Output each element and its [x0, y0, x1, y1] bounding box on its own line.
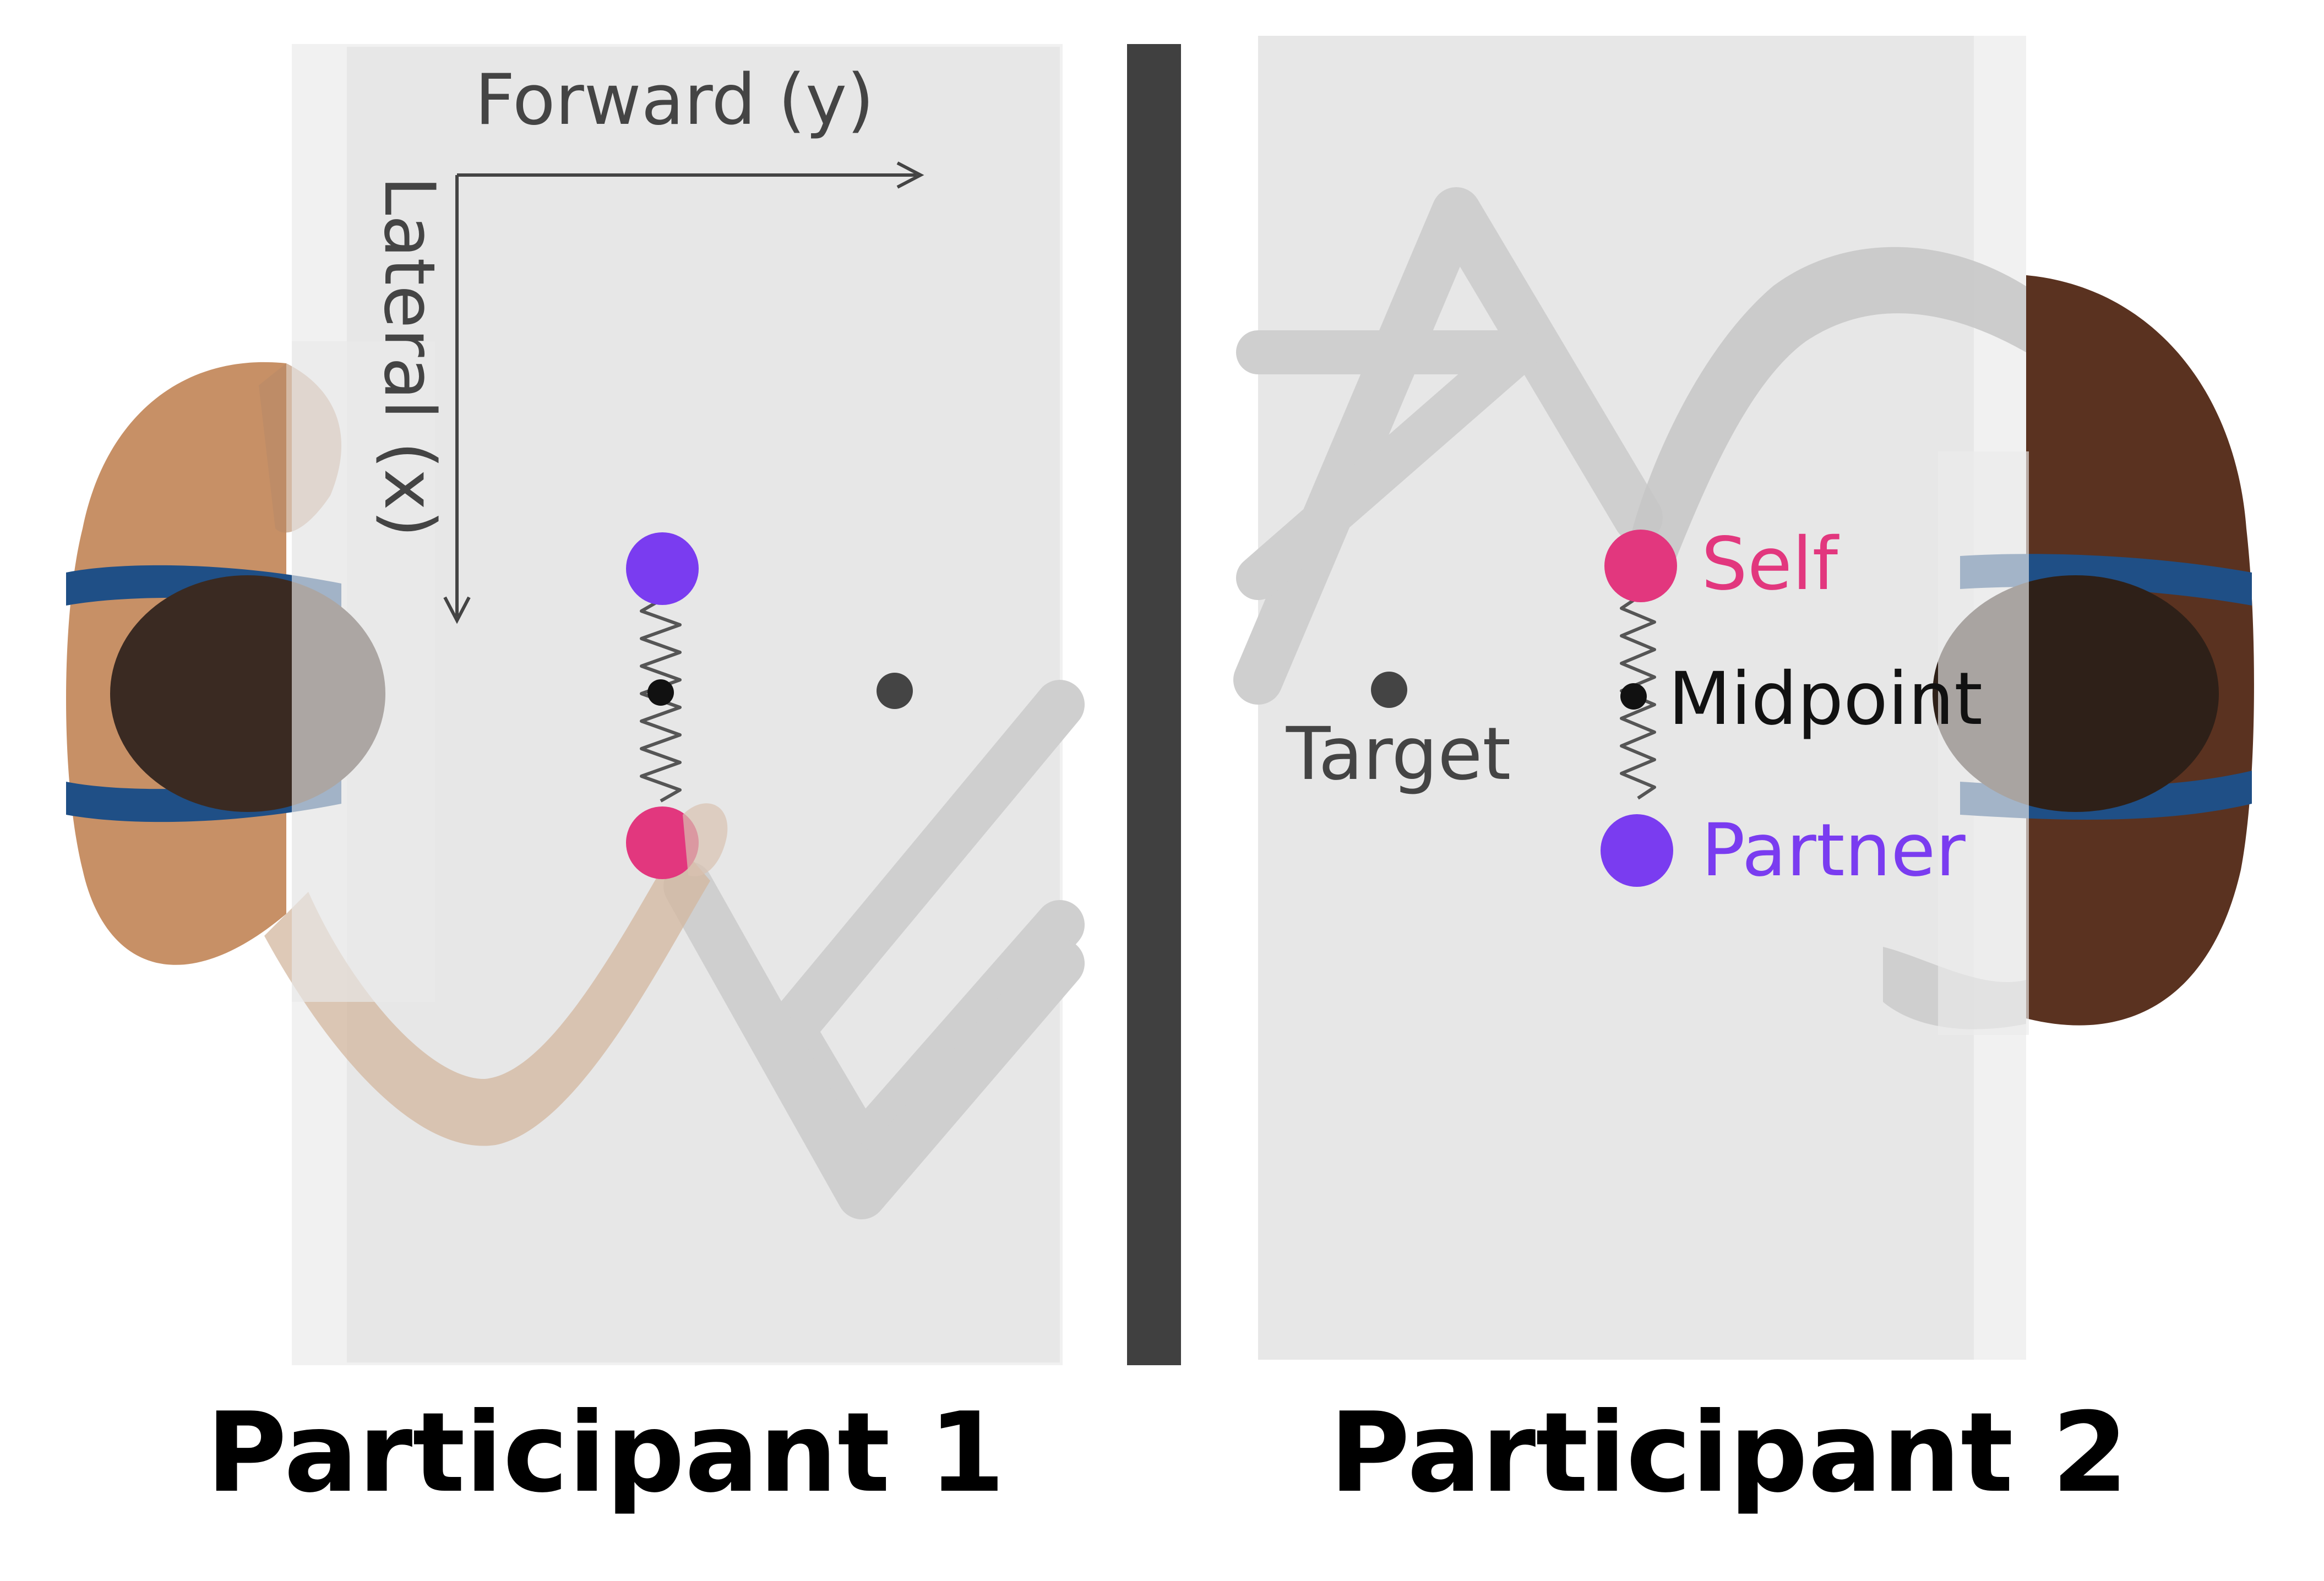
lateral-axis-label: Lateral (x): [369, 176, 450, 537]
participant-1-panel: Forward (y) Lateral (x) Participant 1: [66, 44, 1085, 1517]
participant-2-panel: Self Midpoint Target Partner Participant…: [1233, 36, 2254, 1517]
avatar-overlay: [292, 341, 435, 1002]
axes: Forward (y) Lateral (x): [369, 59, 924, 624]
forward-axis-arrowhead: [896, 161, 924, 189]
hand: [683, 803, 728, 876]
self-dot: [626, 806, 699, 879]
lateral-axis-arrowhead: [443, 596, 471, 624]
target-dot: [877, 673, 913, 709]
target-label: Target: [1286, 712, 1511, 797]
self-label: Self: [1701, 522, 1839, 607]
self-dot: [1604, 530, 1677, 602]
panel-divider: [1127, 44, 1181, 1365]
participant-2-avatar: [1630, 247, 2254, 1035]
avatar-overlay: [1938, 451, 2029, 1035]
midpoint-label: Midpoint: [1668, 657, 1983, 742]
panel-title-2: Participant 2: [1330, 1389, 2129, 1517]
target-path-lower: [1236, 330, 1539, 600]
workspace: [347, 47, 1060, 1362]
panel-title-1: Participant 1: [206, 1389, 1005, 1517]
forward-axis-label: Forward (y): [475, 59, 874, 140]
midpoint-dot: [647, 679, 674, 706]
partner-dot: [1601, 814, 1673, 887]
partner-dot: [626, 532, 699, 605]
arm-to-handle: [264, 842, 710, 1146]
partner-label: Partner: [1701, 808, 1966, 893]
target-path-lower: [663, 862, 1085, 1219]
participant-1-avatar: [66, 341, 710, 1146]
target-dot: [1371, 672, 1407, 708]
midpoint-dot: [1620, 683, 1647, 710]
